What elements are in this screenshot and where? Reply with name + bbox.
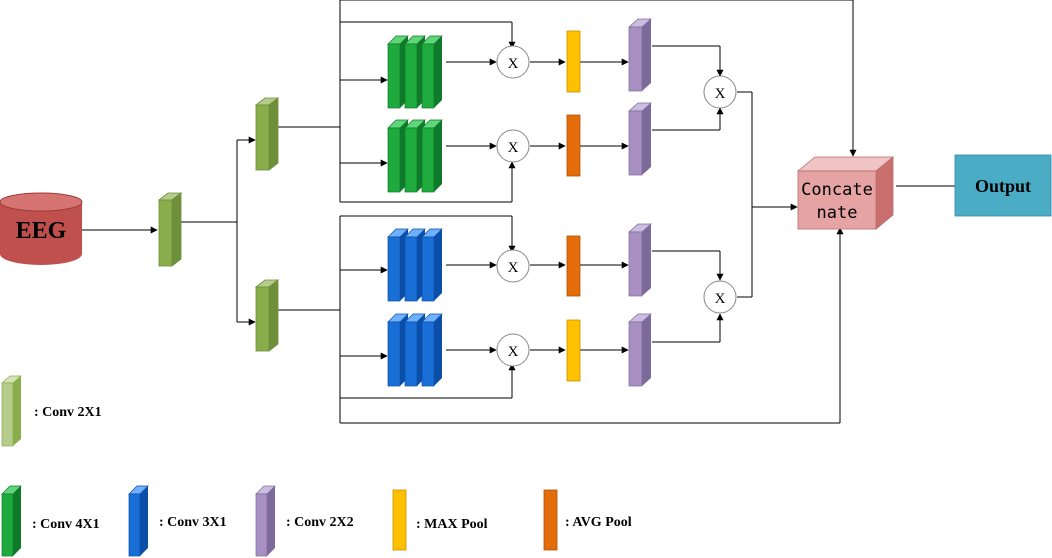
multiply-node-4: X — [496, 333, 530, 367]
legend-avg-pool: : AVG Pool — [543, 489, 632, 551]
svg-text:X: X — [508, 140, 519, 156]
legend-conv-2x2-label: : Conv 2X2 — [286, 515, 354, 530]
multiply-node-2: X — [496, 129, 530, 163]
max-pool-bar-2 — [566, 319, 581, 382]
svg-text:X: X — [508, 260, 519, 276]
conv-2x1-block-top — [254, 97, 280, 171]
svg-text:X: X — [508, 344, 519, 360]
output-node: Output — [954, 154, 1052, 217]
conv-2x1-block-input — [157, 192, 183, 267]
multiply-node-1: X — [496, 45, 530, 79]
legend-conv-4x1: : Conv 4X1 — [1, 485, 100, 557]
multiply-node-5: X — [703, 75, 737, 109]
svg-text:X: X — [715, 291, 726, 307]
conv-2x2-block-2 — [628, 102, 652, 176]
avg-pool-bar-2 — [566, 235, 581, 297]
legend-avg-pool-label: : AVG Pool — [565, 515, 632, 530]
svg-text:X: X — [508, 56, 519, 72]
conv-4x1-stack-1 — [387, 35, 443, 109]
conv-3x1-stack-1 — [387, 228, 443, 302]
legend-conv-3x1-label: : Conv 3X1 — [159, 515, 227, 530]
conv-2x2-block-4 — [628, 313, 652, 387]
legend-conv-2x1-label: : Conv 2X1 — [34, 405, 102, 420]
conv-3x1-stack-2 — [387, 313, 443, 387]
conv-2x1-block-bottom — [254, 279, 280, 352]
legend-conv-2x2: : Conv 2X2 — [255, 485, 354, 557]
legend-max-pool-label: : MAX Pool — [416, 517, 488, 532]
concatenate-node: Concate nate — [796, 156, 895, 230]
legend-conv-2x1: : Conv 2X1 — [1, 375, 102, 447]
eeg-label: EEG — [16, 218, 67, 244]
conv-4x1-stack-2 — [387, 119, 443, 193]
conv-2x2-block-3 — [628, 223, 652, 297]
output-label: Output — [975, 176, 1031, 196]
multiply-node-3: X — [496, 249, 530, 283]
conv-2x2-block-1 — [628, 18, 652, 92]
multiply-node-6: X — [703, 280, 737, 314]
svg-text:X: X — [715, 86, 726, 102]
max-pool-bar-1 — [566, 30, 581, 93]
avg-pool-bar-1 — [566, 114, 581, 177]
concatenate-label-line1: Concate — [801, 180, 873, 200]
connection-lines — [82, 0, 955, 424]
legend-conv-3x1: : Conv 3X1 — [128, 485, 227, 557]
legend-conv-4x1-label: : Conv 4X1 — [32, 517, 100, 532]
eeg-input-node: EEG — [0, 192, 83, 265]
concatenate-label-line2: nate — [817, 203, 858, 223]
legend-max-pool: : MAX Pool — [392, 489, 488, 551]
